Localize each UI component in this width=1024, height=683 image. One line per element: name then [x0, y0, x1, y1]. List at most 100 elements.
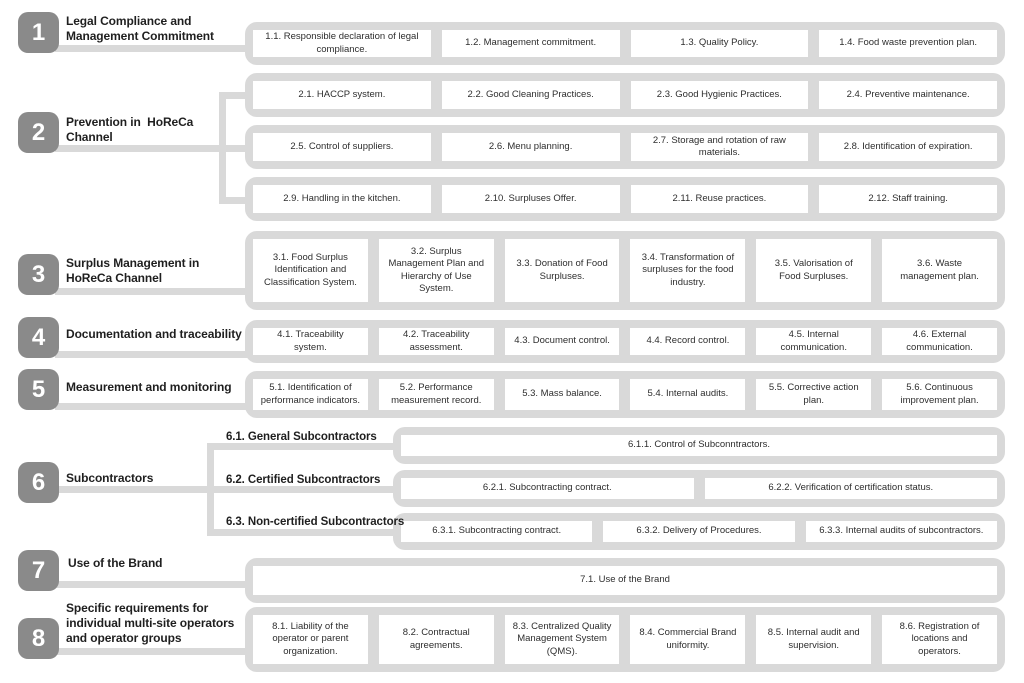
connector-8: [55, 648, 255, 655]
node-2-12: 2.12. Staff training.: [817, 183, 999, 215]
section-7-label-line: Use of the Brand: [68, 556, 163, 570]
node-4-2: 4.2. Traceability assessment.: [376, 326, 496, 357]
section-3-label-line: Surplus Management in: [66, 256, 200, 270]
node-8-2: 8.2. Contractual agreements.: [376, 613, 496, 666]
node-5-6: 5.6. Continuous improvement plan.: [880, 377, 999, 412]
section-3-label-line: HoReCa Channel: [66, 271, 162, 285]
connector-7: [55, 581, 255, 588]
section-8-group: 8.1. Liability of the operator or parent…: [245, 607, 1005, 672]
node-2-5: 2.5. Control of suppliers.: [251, 131, 433, 163]
node-8-1: 8.1. Liability of the operator or parent…: [251, 613, 370, 666]
section-5-label: Measurement and monitoring: [66, 380, 232, 395]
section-1-label: Legal Compliance and Management Commitme…: [66, 14, 214, 44]
section-4-badge: 4: [18, 317, 59, 358]
node-5-3: 5.3. Mass balance.: [502, 377, 622, 412]
node-3-5: 3.5. Valorisation of Food Surpluses.: [754, 237, 874, 304]
section-2-group-row2: 2.5. Control of suppliers. 2.6. Menu pla…: [245, 125, 1005, 169]
node-4-5: 4.5. Internal communication.: [754, 326, 874, 357]
node-8-5: 8.5. Internal audit and supervision.: [754, 613, 874, 666]
connector-2-main: [55, 145, 255, 152]
section-3-group: 3.1. Food Surplus Identification and Cla…: [245, 231, 1005, 310]
connector-1: [55, 45, 255, 52]
node-6-3-2: 6.3.2. Delivery of Procedures.: [601, 519, 797, 544]
section-4-group: 4.1. Traceability system. 4.2. Traceabil…: [245, 320, 1005, 363]
connector-2-vertical: [219, 92, 226, 204]
node-1-4: 1.4. Food waste prevention plan.: [817, 28, 999, 59]
section-6-badge: 6: [18, 462, 59, 503]
node-3-6: 3.6. Waste management plan.: [880, 237, 999, 304]
node-4-1: 4.1. Traceability system.: [251, 326, 370, 357]
section-2-label-line: Prevention in HoReCa: [66, 115, 194, 129]
node-6-1-1: 6.1.1. Control of Subconntractors.: [399, 433, 999, 458]
node-2-6: 2.6. Menu planning.: [439, 131, 622, 163]
section-3-badge: 3: [18, 254, 59, 295]
connector-6-vertical: [207, 443, 214, 536]
connector-3: [55, 288, 255, 295]
node-2-1: 2.1. HACCP system.: [251, 79, 433, 111]
node-5-1: 5.1. Identification of performance indic…: [251, 377, 370, 412]
connector-4: [55, 351, 255, 358]
section-4-label-line: Documentation and traceability: [66, 327, 242, 341]
subsection-6-3-label: 6.3. Non-certified Subcontractors: [226, 516, 405, 528]
node-8-3: 8.3. Centralized Quality Management Syst…: [502, 613, 622, 666]
subsection-6-2-group: 6.2.1. Subcontracting contract. 6.2.2. V…: [393, 470, 1005, 507]
section-2-group-row3: 2.9. Handling in the kitchen. 2.10. Surp…: [245, 177, 1005, 221]
node-2-3: 2.3. Good Hygienic Practices.: [628, 79, 811, 111]
node-2-7: 2.7. Storage and rotation of raw materia…: [628, 131, 811, 163]
section-1-label-line: Management Commitment: [66, 29, 214, 43]
node-8-4: 8.4. Commercial Brand uniformity.: [628, 613, 748, 666]
node-2-9: 2.9. Handling in the kitchen.: [251, 183, 433, 215]
node-3-3: 3.3. Donation of Food Surpluses.: [502, 237, 622, 304]
section-2-badge: 2: [18, 112, 59, 153]
node-2-2: 2.2. Good Cleaning Practices.: [439, 79, 622, 111]
section-1-group: 1.1. Responsible declaration of legal co…: [245, 22, 1005, 65]
node-2-10: 2.10. Surpluses Offer.: [439, 183, 622, 215]
connector-5: [55, 403, 255, 410]
connector-6-main: [55, 486, 400, 493]
node-6-3-3: 6.3.3. Internal audits of subcontractors…: [803, 519, 999, 544]
section-1-label-line: Legal Compliance and: [66, 14, 192, 28]
connector-6-row3: [207, 529, 400, 536]
node-2-4: 2.4. Preventive maintenance.: [817, 79, 999, 111]
section-6-label-line: Subcontractors: [66, 471, 154, 485]
connector-2-row1: [219, 92, 249, 99]
section-5-label-line: Measurement and monitoring: [66, 380, 232, 394]
section-8-label: Specific requirements for individual mul…: [66, 601, 234, 646]
section-3-label: Surplus Management in HoReCa Channel: [66, 256, 199, 286]
section-1-badge: 1: [18, 12, 59, 53]
section-5-group: 5.1. Identification of performance indic…: [245, 371, 1005, 418]
subsection-6-1-label: 6.1. General Subcontractors: [226, 431, 377, 443]
node-1-2: 1.2. Management commitment.: [439, 28, 622, 59]
section-6-label: Subcontractors: [66, 471, 153, 486]
node-5-2: 5.2. Performance measurement record.: [376, 377, 496, 412]
node-3-4: 3.4. Transformation of surpluses for the…: [628, 237, 748, 304]
section-5-badge: 5: [18, 369, 59, 410]
node-5-4: 5.4. Internal audits.: [628, 377, 748, 412]
node-4-4: 4.4. Record control.: [628, 326, 748, 357]
connector-2-row3: [219, 197, 249, 204]
node-1-1: 1.1. Responsible declaration of legal co…: [251, 28, 433, 59]
node-8-6: 8.6. Registration of locations and opera…: [880, 613, 999, 666]
section-7-group: 7.1. Use of the Brand: [245, 558, 1005, 603]
section-8-label-line: and operator groups: [66, 631, 182, 645]
node-4-3: 4.3. Document control.: [502, 326, 622, 357]
subsection-6-3-group: 6.3.1. Subcontracting contract. 6.3.2. D…: [393, 513, 1005, 550]
node-6-2-1: 6.2.1. Subcontracting contract.: [399, 476, 696, 501]
node-4-6: 4.6. External communication.: [880, 326, 999, 357]
node-3-2: 3.2. Surplus Management Plan and Hierarc…: [376, 237, 496, 304]
section-2-group-row1: 2.1. HACCP system. 2.2. Good Cleaning Pr…: [245, 73, 1005, 117]
subsection-6-1-group: 6.1.1. Control of Subconntractors.: [393, 427, 1005, 464]
node-3-1: 3.1. Food Surplus Identification and Cla…: [251, 237, 370, 304]
node-6-2-2: 6.2.2. Verification of certification sta…: [702, 476, 999, 501]
node-6-3-1: 6.3.1. Subcontracting contract.: [399, 519, 595, 544]
section-7-label: Use of the Brand: [68, 556, 163, 571]
section-8-label-line: Specific requirements for: [66, 601, 209, 615]
section-2-label-line: Channel: [66, 130, 113, 144]
node-2-8: 2.8. Identification of expiration.: [817, 131, 999, 163]
subsection-6-2-label: 6.2. Certified Subcontractors: [226, 474, 381, 486]
section-7-badge: 7: [18, 550, 59, 591]
section-2-label: Prevention in HoReCa Channel: [66, 115, 193, 145]
connector-6-row1: [207, 443, 400, 450]
section-8-badge: 8: [18, 618, 59, 659]
